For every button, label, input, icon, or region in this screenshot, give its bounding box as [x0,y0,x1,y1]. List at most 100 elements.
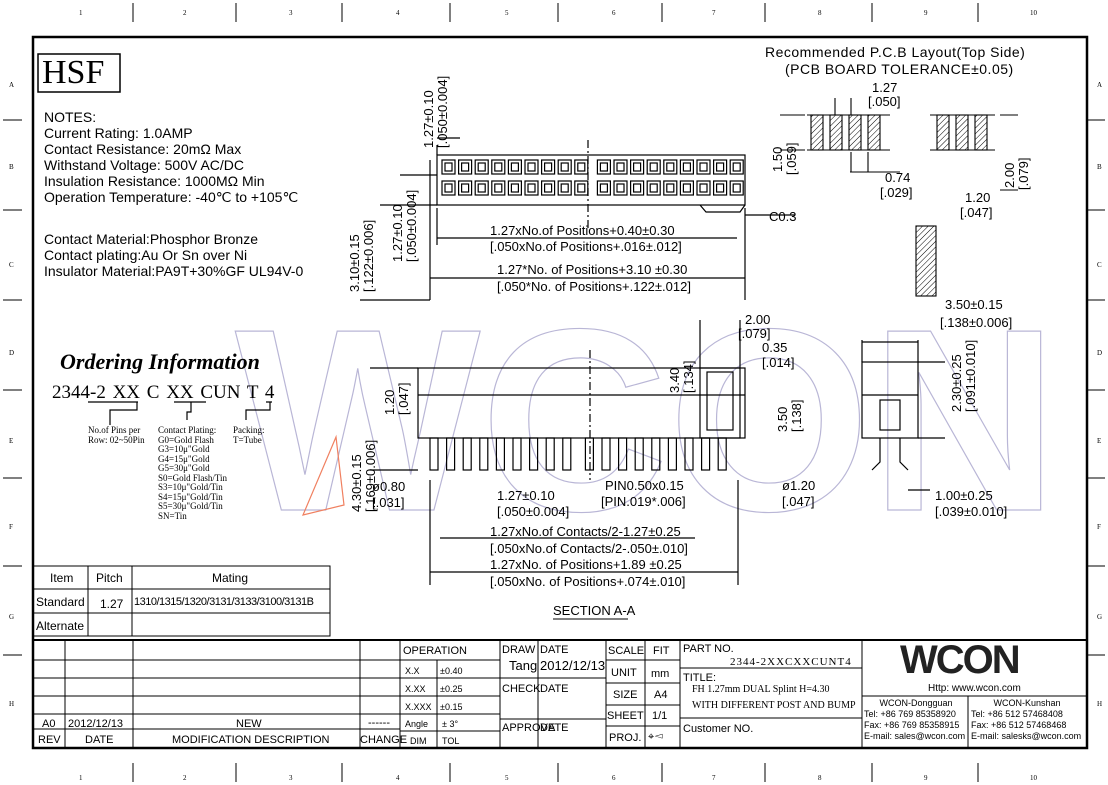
notes-heading: NOTES: [44,109,97,125]
unit-label: UNIT [611,667,637,679]
office-tel: Tel: +86 512 57468408 [971,709,1063,719]
zone-label: 6 [612,9,616,17]
dimension-label: 3.10±0.15 [347,234,362,292]
title-line: FH 1.27mm DUAL Splint H=4.30 [692,684,830,695]
dimension-label: 1.27*No. of Positions+3.10 ±0.30 [497,262,688,277]
rev-header: REV [38,734,61,746]
size-label: SIZE [613,689,638,701]
zone-label: 7 [712,774,716,782]
change-header: CHANGE [360,734,408,746]
website-link[interactable]: Http: www.wcon.com [928,683,1021,694]
ordering-title: Ordering Information [60,349,260,374]
legend-line: No.of Pins per [88,425,141,435]
dimension-label: 1.27±0.10 [390,204,405,262]
dimension-label: [.050±0.004] [497,504,570,519]
approve-label: APPROVE [502,722,556,734]
title-line: WITH DIFFERENT POST AND BUMP [692,700,856,711]
top-view [360,137,795,301]
dimension-label: [.050xNo.of Contacts/2-.050±.010] [490,541,688,556]
draw-value: Tang [509,658,538,673]
dimension-label: 2.00 [745,312,771,327]
mating-header-pitch: Pitch [96,571,123,585]
zone-label: 4 [396,9,400,17]
pcb-layout-title: Recommended P.C.B Layout(Top Side) [765,44,1026,60]
dimension-label: [.091±0.010] [963,339,978,412]
tol-heading: OPERATION [403,645,467,657]
plating-option: G4=15μ"Gold [158,453,210,464]
dimension-label: 1.20 [965,190,991,205]
zone-label: 1 [79,774,83,782]
part-no: 2344-2XXCXXCUNT4 [730,656,852,668]
dimension-label: [.138] [789,399,804,432]
office-email[interactable]: E-mail: salesks@wcon.com [971,731,1082,741]
dimension-label: ø0.80 [372,479,406,494]
dimension-label: [.050*No. of Positions+.122±.012] [497,279,691,294]
dimension-label: 1.27±0.10 [497,488,555,503]
dimension-label: [.047] [782,494,815,509]
dimension-label: 4.30±0.15 [349,454,364,512]
dimension-label: 3.50±0.15 [945,297,1003,312]
note-line: Operation Temperature: -40℃ to +105℃ [44,189,299,205]
zone-label: G [9,613,15,621]
pcb-layout [780,98,1018,297]
note-line: Contact Resistance: 20mΩ Max [44,141,242,157]
tol-value: ±0.15 [440,702,463,712]
zone-label: E [1097,437,1102,445]
dimension-label: [.050±0.004] [404,189,419,262]
zone-label: 8 [818,9,822,17]
note-line: Withstand Voltage: 500V AC/DC [44,157,244,173]
hsf-box [37,53,121,93]
date-label: DATE [540,644,569,656]
wcon-logo: WCON [900,638,1021,682]
zone-label: A [9,81,15,89]
office-kunshan: WCON-Kunshan Tel: +86 512 57468408 Fax: … [971,698,1083,742]
plating-option: G3=10μ"Gold [158,444,210,454]
dimension-label: 0.74 [885,170,911,185]
zone-label: 2 [183,9,187,17]
rev-change: ------ [368,717,390,729]
plating-option: G5=30μ"Gold [158,463,210,473]
dimension-label: ø1.20 [782,478,816,493]
tol-value: ±0.25 [440,684,463,694]
sheet-label: SHEET [607,710,644,722]
tol-dim: X.X [405,666,420,676]
dimension-label: [.050xNo. of Positions+.074±.010] [490,574,686,589]
mating-header-item: Item [50,571,74,585]
frame-zone-ticks [3,3,1105,782]
date-value: 2012/12/13 [540,658,606,673]
tol-footer: TOL [442,736,460,746]
legend-line: Packing: [233,425,265,435]
scale-value: FIT [653,645,670,657]
mating-table-grid [32,565,331,637]
zone-label: 8 [818,774,822,782]
dimension-label: [.079] [1016,157,1031,190]
pcb-tolerance-note: (PCB BOARD TOLERANCE±0.05) [785,61,1014,77]
plating-option: SN=Tin [158,510,187,521]
office-name: WCON-Dongguan [879,698,953,708]
office-email[interactable]: E-mail: sales@wcon.com [864,731,966,741]
title-block-grid [33,639,1087,748]
office-name: WCON-Kunshan [993,698,1061,708]
office-tel: Tel: +86 769 85358920 [864,709,956,719]
plating-option: S3=10μ"Gold/Tin [158,482,223,492]
office-fax: Fax: +86 769 85358915 [864,720,960,730]
zone-label: 9 [924,9,928,17]
dimension-label: [.050xNo.of Positions+.016±.012] [490,239,682,254]
zone-label: 3 [289,774,293,782]
material-line: Contact plating:Au Or Sn over Ni [44,247,248,263]
customer-no-label: Customer NO. [683,723,754,735]
zone-label: 3 [289,9,293,17]
dimension-label: [.050] [868,94,901,109]
dimension-label: 2.00 [1002,162,1017,188]
zone-label: 7 [712,9,716,17]
legend-line: T=Tube [233,434,262,445]
dimension-label: [.134] [681,360,696,393]
dimension-label: 1.00±0.25 [935,488,993,503]
dimension-label: PIN0.50x0.15 [605,478,684,493]
tol-footer: DIM [410,736,427,746]
plating-option: Contact Plating: [158,425,217,435]
dimension-label: [PIN.019*.006] [601,494,686,509]
zone-label: B [1097,163,1102,171]
